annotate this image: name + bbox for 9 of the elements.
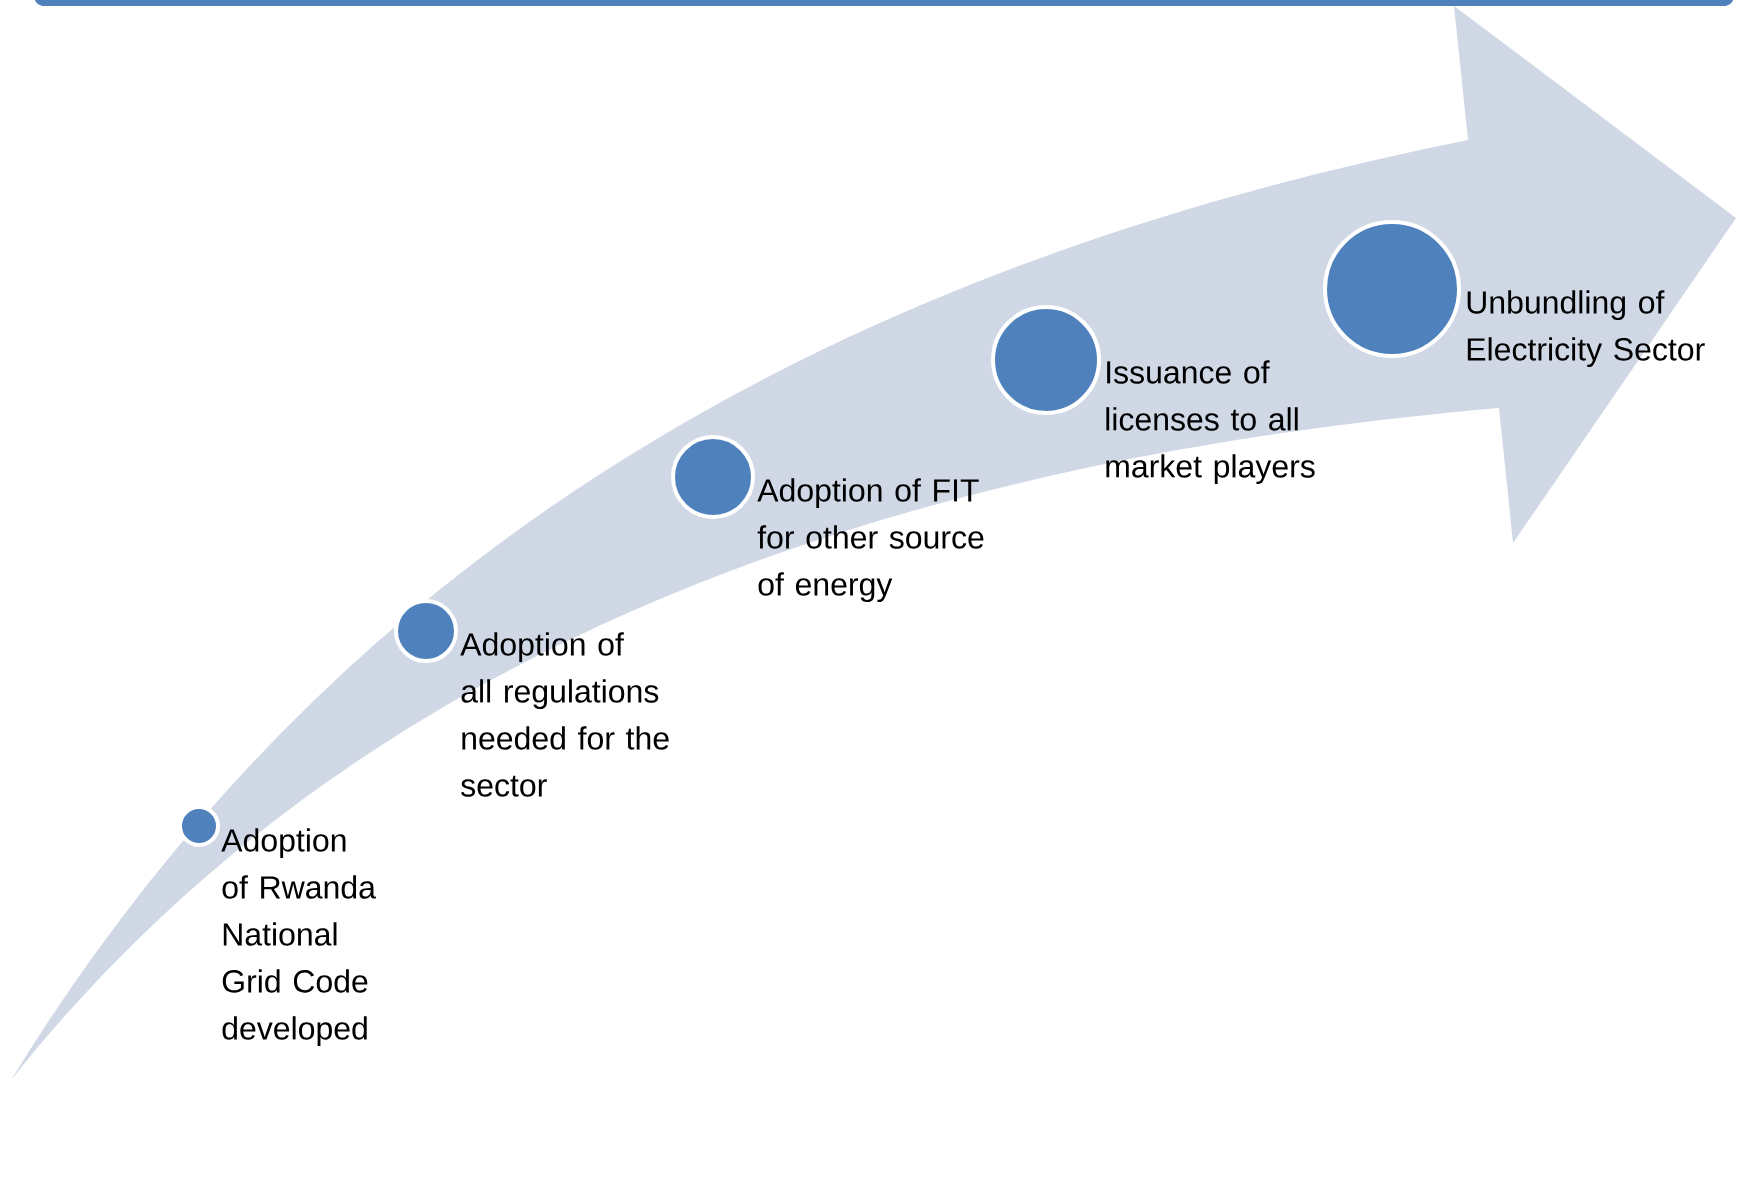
milestone-label: Adoption of FIT for other source of energy: [757, 478, 984, 603]
milestone-circle: [671, 435, 755, 519]
milestone-label: Unbundling of Electricity Sector: [1467, 290, 1705, 368]
milestone-circle: [394, 599, 458, 663]
milestone-label: Adoption of all regulations needed for the sector: [460, 632, 669, 797]
milestone-circle: [991, 305, 1101, 415]
milestone-label: Issuance of licenses to all market players: [1106, 360, 1315, 484]
milestone-circle: [1323, 220, 1461, 358]
milestone-label: Adoption of Rwanda National Grid Code developed: [221, 828, 376, 1047]
